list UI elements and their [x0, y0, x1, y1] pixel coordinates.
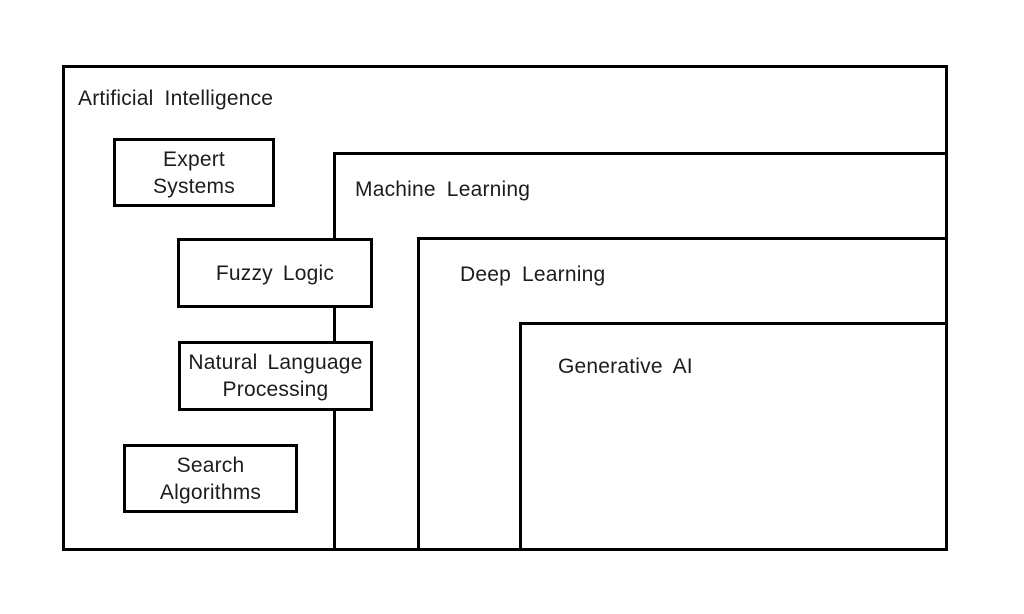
machine-learning-label: Machine Learning [355, 178, 531, 201]
deep-learning-label: Deep Learning [460, 263, 606, 286]
generative-ai-label: Generative AI [558, 355, 693, 378]
fuzzy-logic-box: Fuzzy Logic [177, 238, 373, 308]
search-algorithms-box: Search Algorithms [123, 444, 298, 513]
search-algorithms-label: Search Algorithms [159, 453, 262, 504]
expert-systems-box: Expert Systems [113, 138, 275, 207]
generative-ai-box: Generative AI [519, 322, 948, 551]
fuzzy-logic-label: Fuzzy Logic [215, 261, 335, 285]
natural-language-processing-box: Natural Language Processing [178, 341, 373, 411]
artificial-intelligence-label: Artificial Intelligence [78, 87, 274, 110]
natural-language-processing-label: Natural Language Processing [188, 351, 363, 401]
expert-systems-label: Expert Systems [153, 147, 235, 198]
